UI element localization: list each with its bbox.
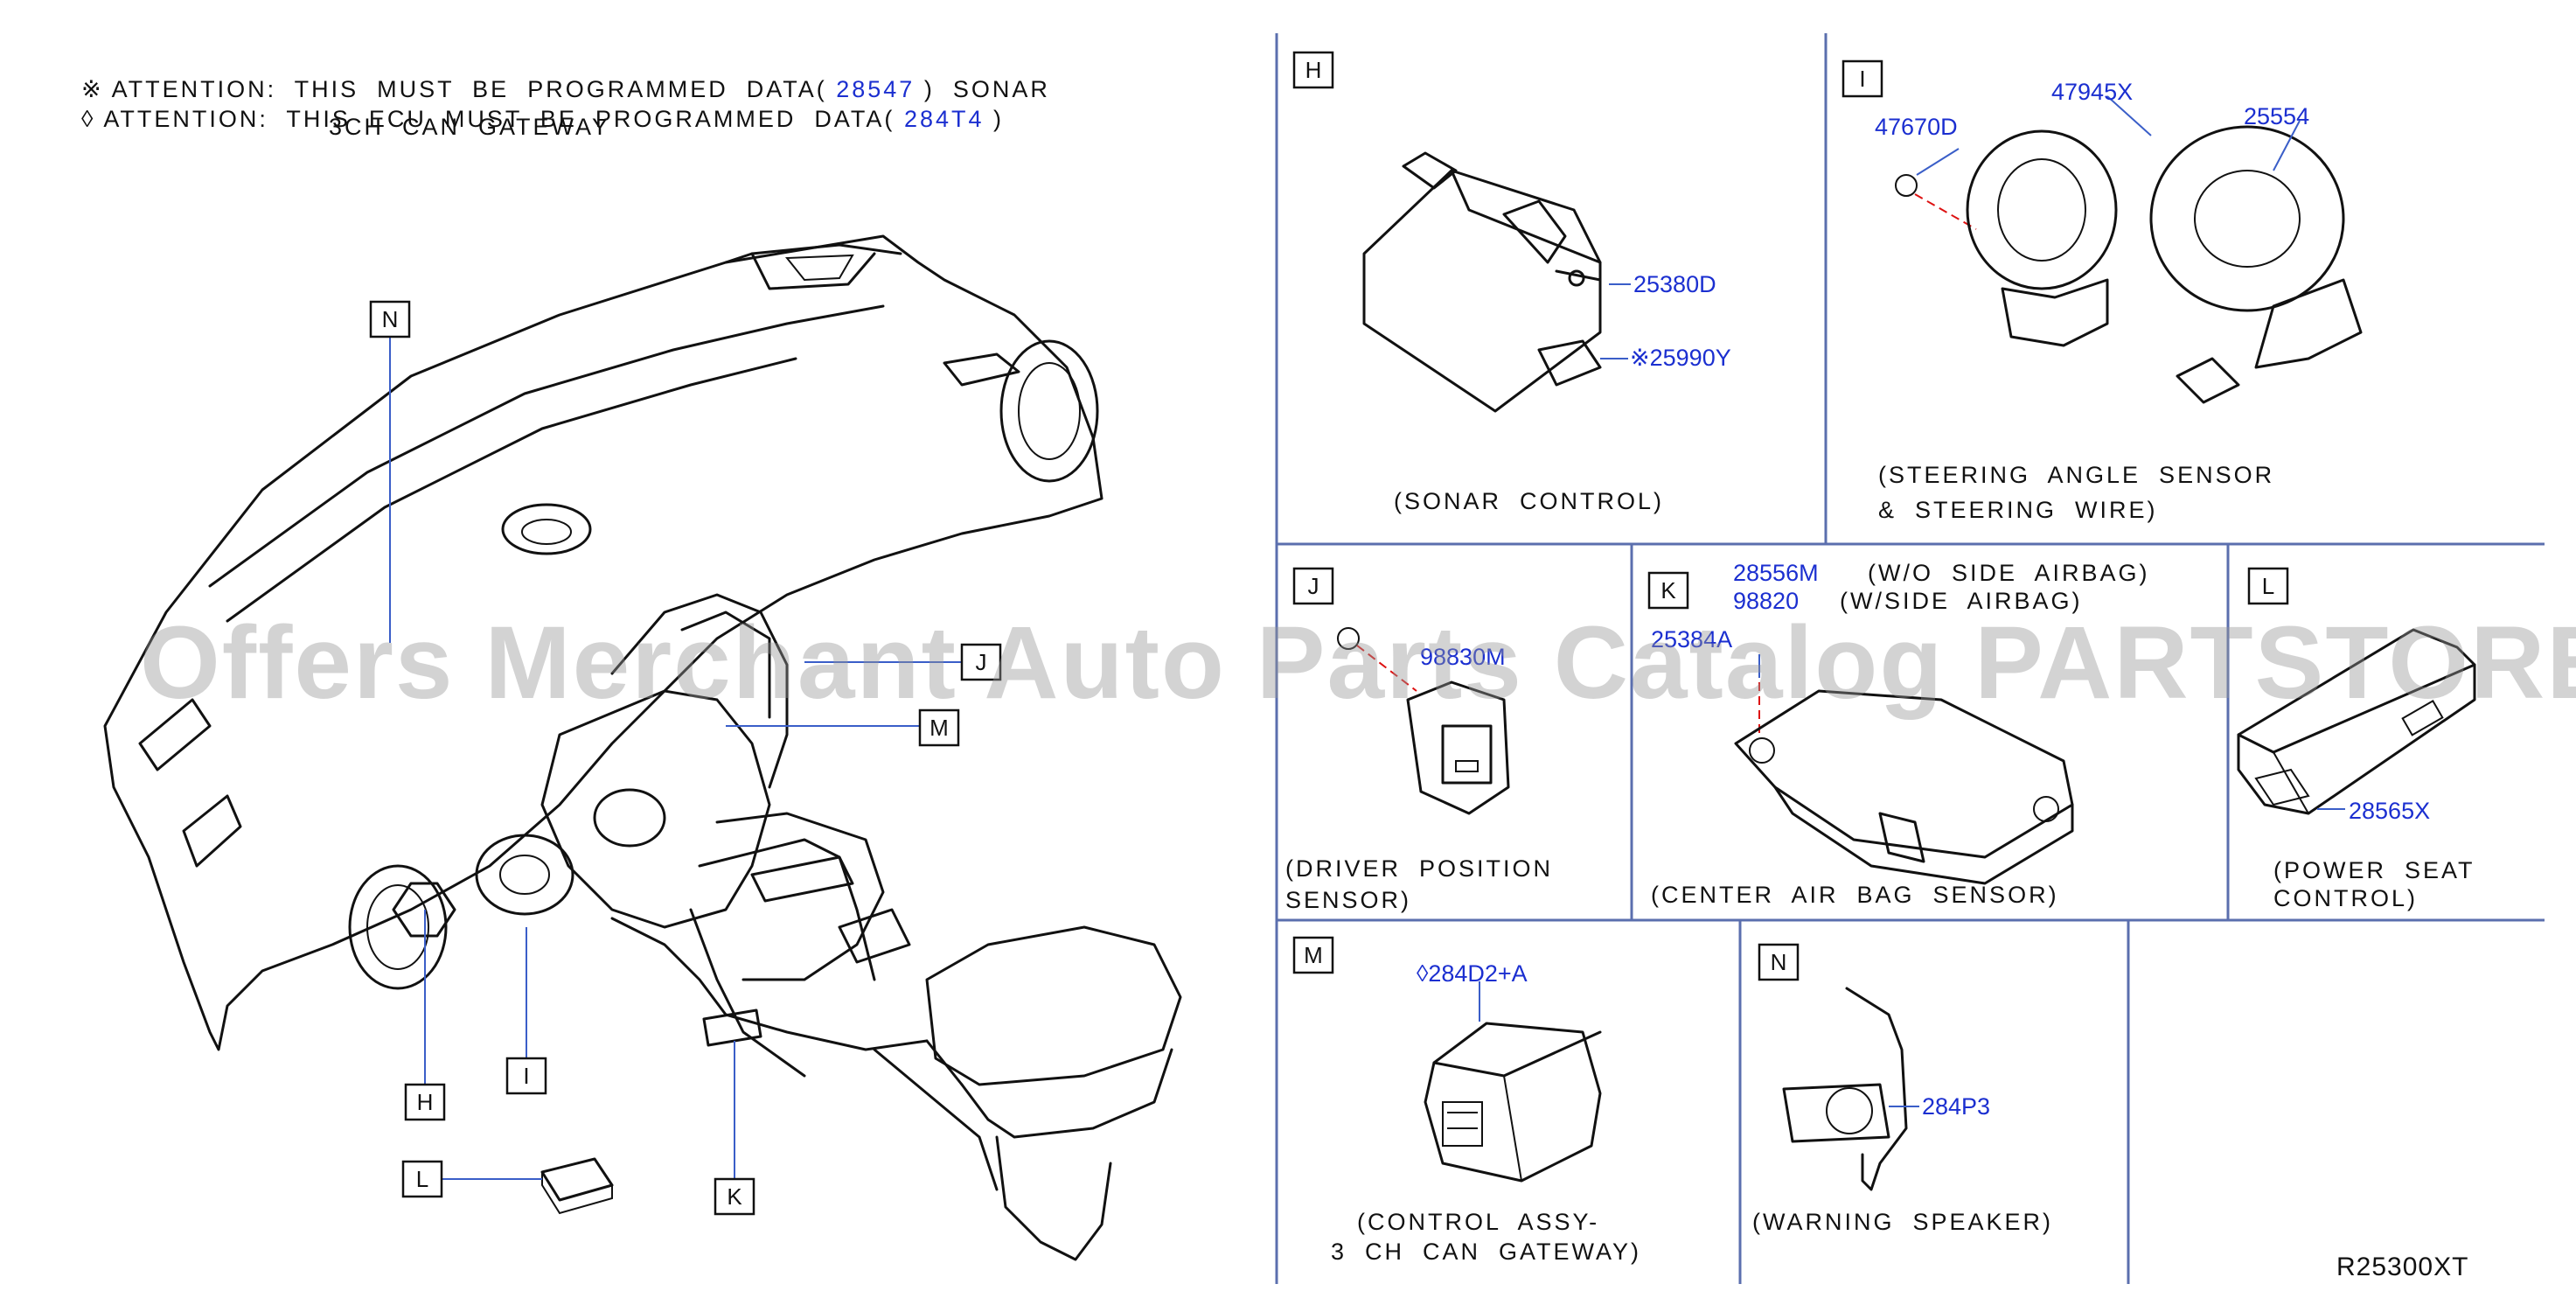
overview-label-n[interactable]: N [381,306,399,332]
overview-label-boxes [369,300,1002,1216]
part-47670d[interactable]: 47670D [1875,114,1958,140]
attention-note-ecu: ◊ ATTENTION: THIS ECU MUST BE PROGRAMMED… [63,84,1004,131]
part-47945x[interactable]: 47945X [2051,79,2134,105]
overview-label-k[interactable]: K [727,1183,742,1210]
panel-m-caption-line1: (CONTROL ASSY- [1357,1209,1600,1235]
panel-l-letter: L [2261,573,2275,599]
panel-i-letter: I [1859,66,1866,92]
attention-note-ecu-suffix: ) [993,106,1005,132]
part-98820-note: (W/SIDE AIRBAG) [1840,588,2083,614]
driver-position-sensor-drawing [1337,627,1510,815]
power-seat-control-drawing [2237,628,2476,815]
panel-j-caption-line1: (DRIVER POSITION [1285,855,1554,882]
diagram-code: R25300XT [2336,1253,2469,1281]
sonar-control-drawing [1362,151,1631,413]
part-28556m[interactable]: 28556M [1733,560,1819,586]
overview-label-m[interactable]: M [929,715,949,741]
panel-l-caption-line1: (POWER SEAT [2273,857,2475,883]
part-28556m-note: (W/O SIDE AIRBAG) [1868,560,2150,586]
panel-n-letter: N [1770,949,1787,975]
panel-h-caption: (SONAR CONTROL) [1394,488,1665,514]
part-25554[interactable]: 25554 [2244,103,2310,129]
overview-label-i[interactable]: I [523,1063,530,1089]
part-25990y[interactable]: ※25990Y [1630,345,1731,371]
overview-leaders [389,337,962,1180]
panel-j-caption-line2: SENSOR) [1285,887,1412,913]
panel-k-caption: (CENTER AIR BAG SENSOR) [1651,882,2059,908]
attention-note-sonar: ※ ATTENTION: THIS MUST BE PROGRAMMED DAT… [63,54,1050,101]
panel-letter-boxes [1292,51,2289,981]
part-25384a[interactable]: 25384A [1651,626,1733,652]
overview-label-h[interactable]: H [416,1089,434,1115]
panel-k-letter: K [1660,577,1676,604]
dashboard-illustration [103,234,1182,1261]
part-25380d[interactable]: 25380D [1633,271,1716,297]
panel-h-letter: H [1305,57,1322,83]
sonar-program-code: 28547 [836,76,916,102]
part-28565x[interactable]: 28565X [2349,798,2431,824]
panel-i-caption-line2: & STEERING WIRE) [1878,497,2158,523]
panel-m-caption-line2: 3 CH CAN GATEWAY) [1331,1239,1642,1265]
panel-l-caption-line2: CONTROL) [2273,885,2418,911]
attention-note-gateway: 3CH CAN GATEWAY [329,114,611,140]
steering-sensor-drawing [1895,95,2363,404]
part-284p3[interactable]: 284P3 [1922,1093,1991,1120]
watermark: Offers Merchant Auto Parts Catalog PARTS… [140,605,2576,721]
part-98830m[interactable]: 98830M [1420,644,1506,670]
panel-n-caption: (WARNING SPEAKER) [1752,1209,2054,1235]
panel-m-letter: M [1304,942,1323,968]
attention-note-sonar-prefix: ※ ATTENTION: THIS MUST BE PROGRAMMED DAT… [81,76,827,102]
ecu-program-code: 284T4 [903,106,985,132]
overview-label-j[interactable]: J [975,649,987,675]
part-284d2-a[interactable]: ◊284D2+A [1417,960,1528,987]
panel-grid [1275,33,2545,1284]
overview-label-l[interactable]: L [415,1166,429,1192]
center-airbag-sensor-drawing [1734,654,2074,885]
panel-j-letter: J [1307,573,1319,599]
part-98820[interactable]: 98820 [1733,588,1800,614]
can-gateway-drawing [1424,981,1602,1183]
panel-i-caption-line1: (STEERING ANGLE SENSOR [1878,462,2275,488]
attention-note-sonar-suffix: ) SONAR [923,76,1050,102]
warning-speaker-drawing [1782,987,1919,1191]
attention-note-ecu-prefix: ◊ ATTENTION: THIS ECU MUST BE PROGRAMMED… [81,106,895,132]
